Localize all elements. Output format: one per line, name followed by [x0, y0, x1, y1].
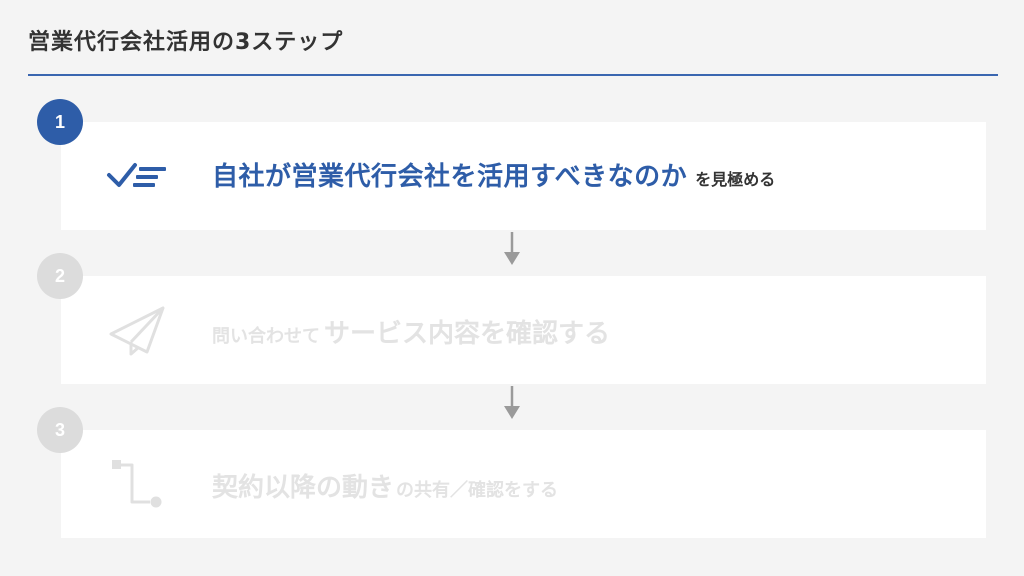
step-3-sub-text: の共有／確認をする [396, 480, 559, 501]
step-card-2 [61, 276, 986, 384]
checklist-icon [105, 155, 169, 199]
title-divider [28, 74, 998, 76]
page-title: 営業代行会社活用の3ステップ [28, 30, 344, 55]
step-number-badge-2: 2 [37, 253, 83, 299]
step-2-prefix-text: 問い合わせて [212, 326, 320, 347]
step-2-main-text: サービス内容を確認する [324, 319, 611, 349]
paper-plane-icon [107, 304, 167, 362]
step-text-3: 契約以降の動きの共有／確認をする [212, 467, 558, 504]
step-1-sub-text: を見極める [695, 170, 776, 189]
step-text-1: 自社が営業代行会社を活用すべきなのかを見極める [212, 156, 775, 193]
step-number-badge-1: 1 [37, 99, 83, 145]
down-arrow-icon [503, 386, 521, 424]
step-number-badge-3: 3 [37, 407, 83, 453]
step-card-1 [61, 122, 986, 230]
down-arrow-icon [503, 232, 521, 270]
step-1-main-text: 自社が営業代行会社を活用すべきなのか [212, 162, 688, 192]
step-card-3 [61, 430, 986, 538]
step-3-main-text: 契約以降の動き [212, 473, 395, 503]
flow-path-icon [110, 458, 166, 518]
step-text-2: 問い合わせてサービス内容を確認する [212, 313, 610, 350]
